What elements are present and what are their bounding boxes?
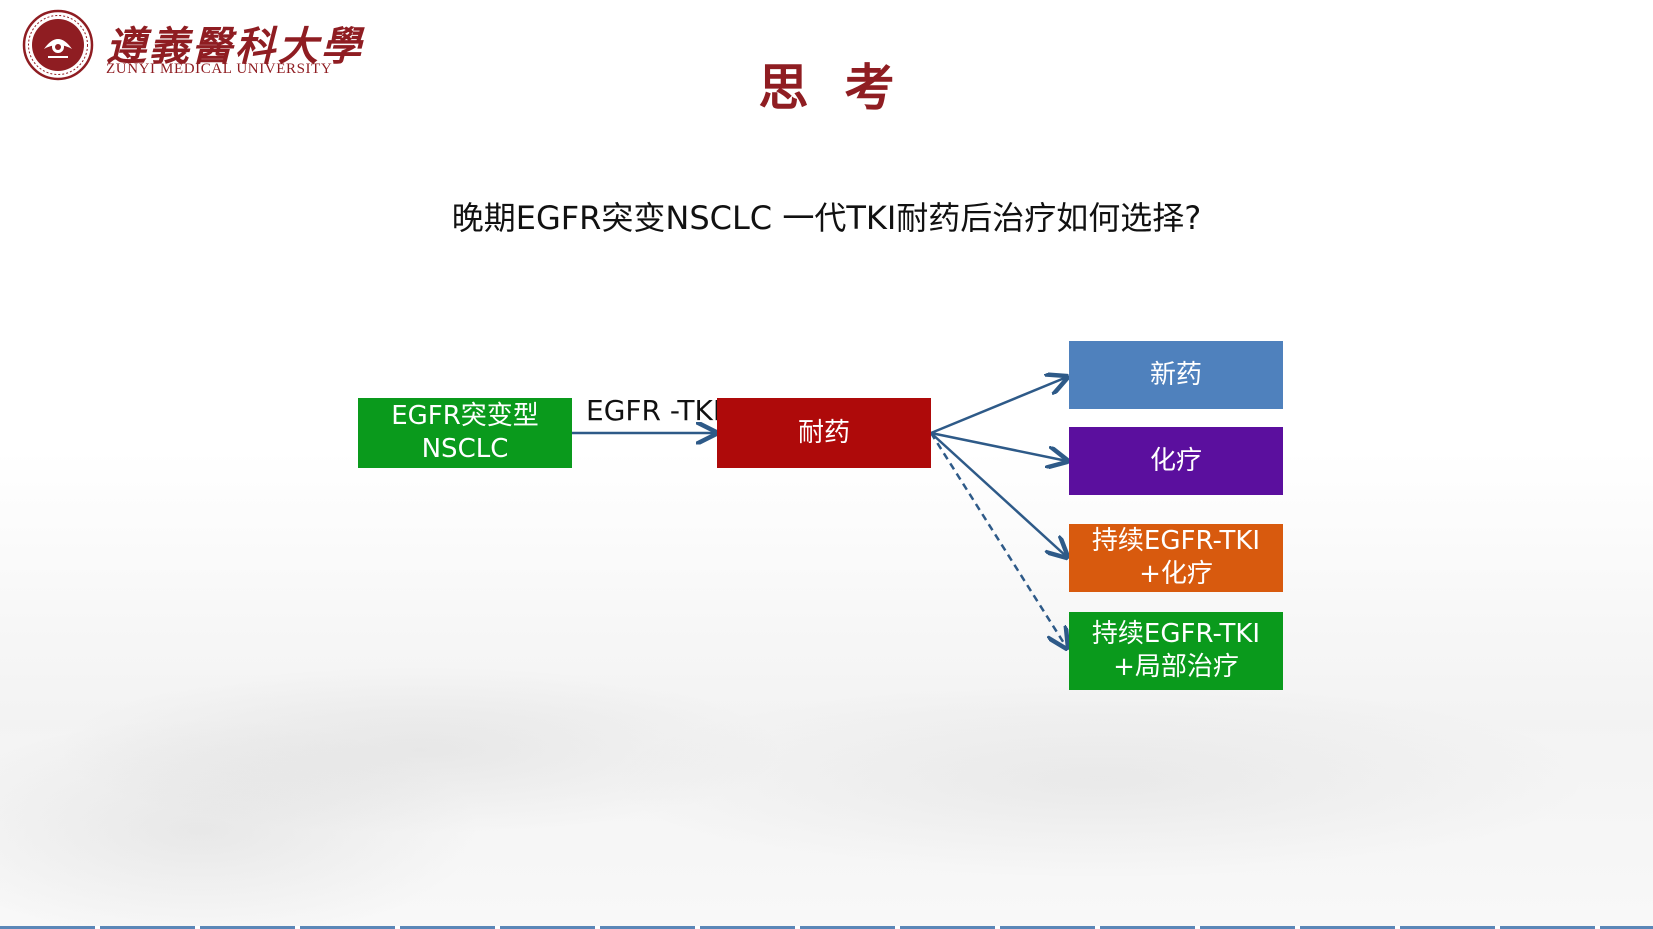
resistance-box: 耐药 bbox=[717, 398, 931, 468]
logo-name-en: ZUNYI MEDICAL UNIVERSITY bbox=[106, 61, 333, 77]
option-box-tki-chemo: 持续EGFR-TKI +化疗 bbox=[1069, 524, 1283, 592]
bottom-divider bbox=[0, 926, 1653, 929]
option-tki-local-line2: +局部治疗 bbox=[1113, 652, 1239, 682]
edge-label-egfr-tki: EGFR -TKI bbox=[586, 394, 722, 427]
question-text: 晚期EGFR突变NSCLC 一代TKI耐药后治疗如何选择? bbox=[451, 199, 1202, 237]
source-line2: NSCLC bbox=[421, 434, 509, 464]
option-tki-chemo-line2: +化疗 bbox=[1139, 559, 1213, 589]
option-new-drug-label: 新药 bbox=[1149, 359, 1202, 390]
option-tki-local-line1: 持续EGFR-TKI bbox=[1091, 619, 1261, 649]
option-box-new-drug: 新药 bbox=[1069, 341, 1283, 409]
option-tki-chemo-line1: 持续EGFR-TKI bbox=[1091, 526, 1261, 556]
source-line1: EGFR突变型 bbox=[391, 401, 539, 431]
university-logo: 遵義醫科大學 ZUNYI MEDICAL UNIVERSITY bbox=[20, 8, 361, 82]
option-box-chemo: 化疗 bbox=[1069, 427, 1283, 495]
source-box-egfr-nsclc: EGFR突变型 NSCLC bbox=[358, 398, 572, 468]
slide-title: 思考 bbox=[758, 59, 931, 117]
option-chemo-label: 化疗 bbox=[1149, 445, 1202, 476]
university-seal-icon bbox=[22, 9, 94, 81]
background-scenery bbox=[0, 450, 1653, 929]
logo-name-cn: 遵義醫科大學 bbox=[106, 23, 364, 70]
resistance-label: 耐药 bbox=[797, 417, 850, 448]
option-box-tki-local: 持续EGFR-TKI +局部治疗 bbox=[1069, 612, 1283, 690]
arrow-to-new-drug bbox=[930, 377, 1067, 435]
